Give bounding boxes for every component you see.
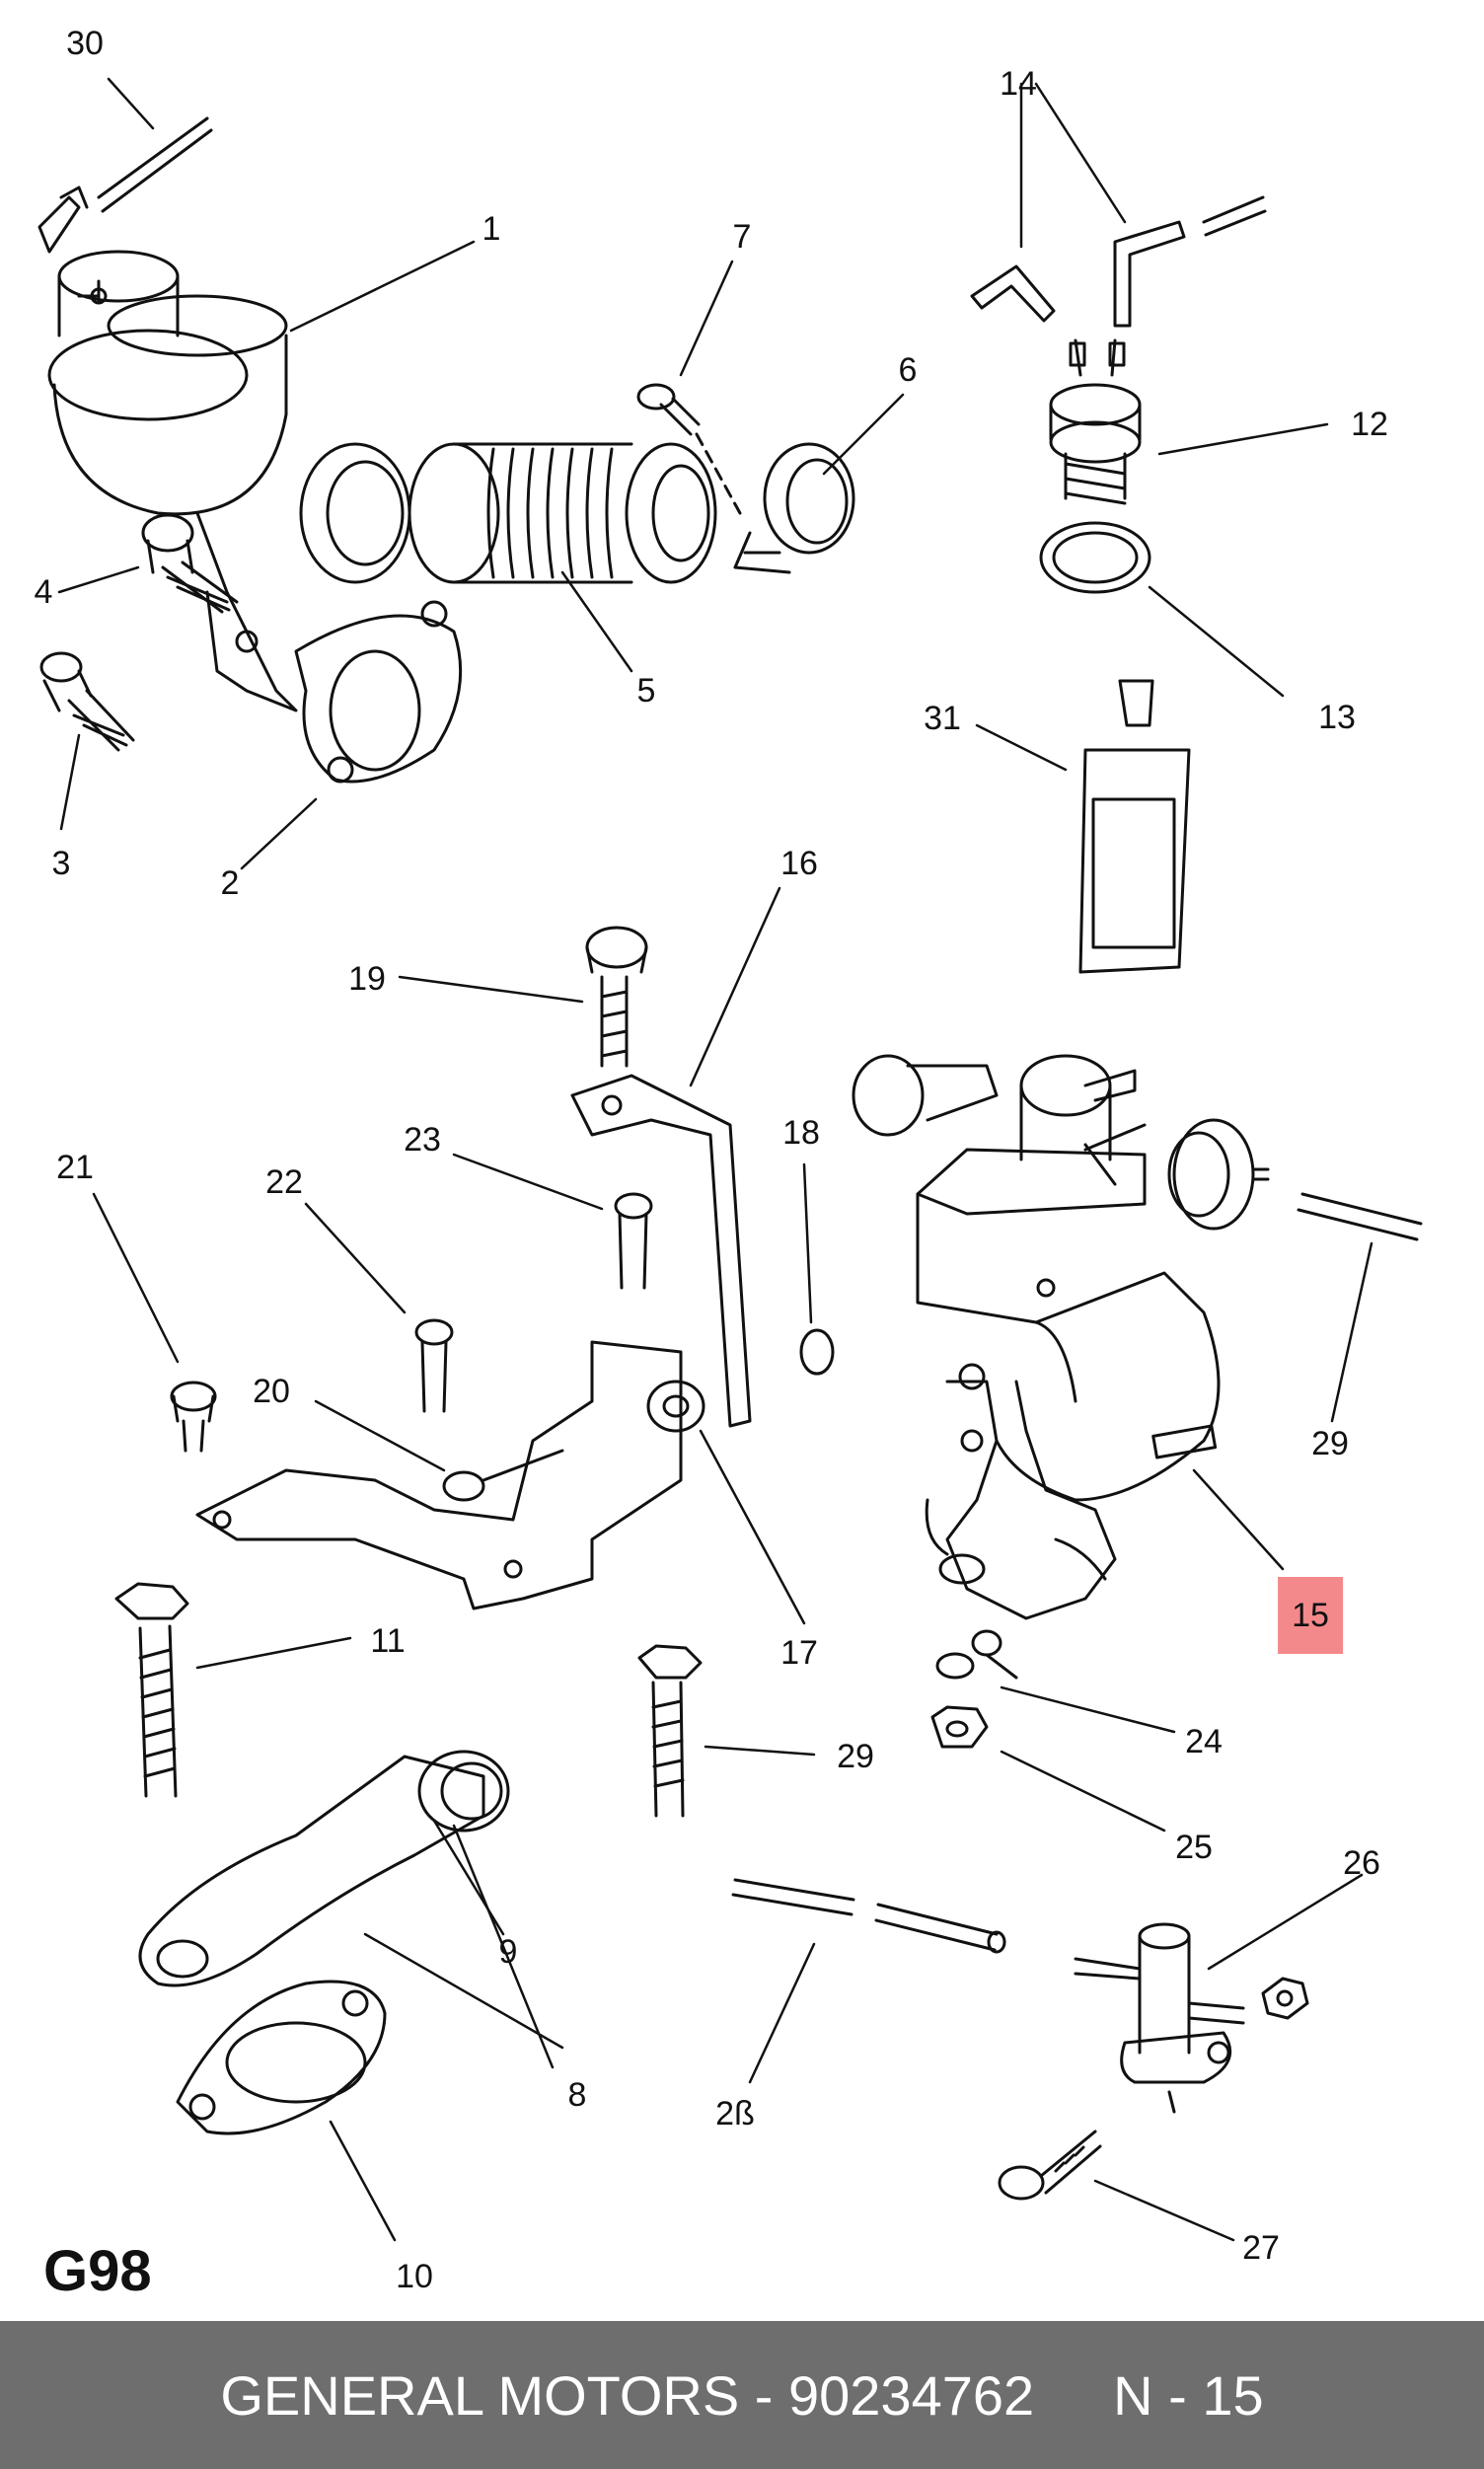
callout-21: 21 bbox=[56, 1149, 94, 1186]
callout-30: 30 bbox=[66, 25, 104, 62]
part-3-bolt bbox=[39, 651, 135, 752]
part-29-bolt-lower bbox=[637, 1644, 703, 1818]
part-24-washer bbox=[935, 1652, 975, 1680]
leader-lines bbox=[57, 77, 1373, 2242]
callout-25: 25 bbox=[1175, 1829, 1213, 1866]
callout-2: 2 bbox=[220, 864, 240, 902]
sheet-code: G98 bbox=[43, 2239, 152, 2303]
callout-9: 9 bbox=[498, 1933, 518, 1971]
callout-11: 11 bbox=[370, 1622, 406, 1660]
part-16-bracket bbox=[570, 1074, 752, 1428]
footer-reference: N - 15 bbox=[1113, 2363, 1264, 2427]
part-18-washer bbox=[799, 1328, 835, 1376]
callout-8: 8 bbox=[567, 2076, 587, 2114]
part-17-spacer bbox=[646, 1380, 705, 1433]
callout-24: 24 bbox=[1185, 1723, 1223, 1760]
callout-23: 23 bbox=[404, 1121, 441, 1159]
part-15-egr-actuator bbox=[852, 1054, 1270, 1680]
part-2-gasket bbox=[294, 600, 463, 784]
part-28-rod bbox=[731, 1878, 1006, 1954]
callout-26: 26 bbox=[1343, 1844, 1380, 1882]
callout-20: 20 bbox=[253, 1373, 290, 1410]
callout-29-upper: 29 bbox=[1311, 1425, 1349, 1462]
callout-4: 4 bbox=[34, 573, 53, 611]
part-9-pipe-elbow bbox=[138, 1750, 510, 1987]
part-21-nut bbox=[170, 1381, 217, 1453]
callout-12: 12 bbox=[1351, 406, 1388, 443]
callout-31: 31 bbox=[924, 700, 961, 737]
part-11-bolt bbox=[114, 1582, 189, 1798]
callout-27: 27 bbox=[1242, 2229, 1280, 2267]
callout-29-lower: 29 bbox=[837, 1738, 874, 1775]
part-7-screw bbox=[636, 383, 742, 515]
callout-6: 6 bbox=[898, 351, 918, 389]
callout-5: 5 bbox=[636, 672, 656, 710]
callout-1: 1 bbox=[482, 210, 501, 248]
callout-14: 14 bbox=[1000, 65, 1037, 103]
part-4-bolt bbox=[141, 513, 239, 614]
part-13-washer bbox=[1039, 521, 1151, 594]
part-19-bolt bbox=[585, 926, 648, 1068]
exploded-parts-diagram: 30 1 7 6 14 12 13 4 5 3 2 31 16 19 23 18… bbox=[34, 25, 1423, 2303]
footer-part-number: GENERAL MOTORS - 90234762 bbox=[220, 2363, 1035, 2427]
part-6-clamp bbox=[733, 442, 855, 574]
callout-13: 13 bbox=[1318, 699, 1356, 736]
parts-drawing bbox=[37, 77, 1423, 2242]
part-10-gasket bbox=[176, 1980, 387, 2135]
callout-10: 10 bbox=[396, 2258, 433, 2295]
part-26-valve bbox=[1074, 1922, 1309, 2114]
callout-3: 3 bbox=[51, 845, 71, 882]
callout-19: 19 bbox=[348, 960, 386, 998]
part-31-sealant-tube bbox=[1078, 679, 1191, 974]
ring-seal bbox=[299, 442, 411, 584]
part-1-egr-valve bbox=[47, 250, 298, 712]
part-22-screw bbox=[414, 1318, 454, 1413]
part-5-bellows-pipe bbox=[408, 442, 717, 584]
callout-15-highlighted: 15 bbox=[1278, 1577, 1343, 1654]
part-27-bolt bbox=[998, 2130, 1102, 2201]
callout-28: 2ß bbox=[715, 2095, 755, 2132]
part-23-screw bbox=[614, 1192, 653, 1290]
footer-bar: GENERAL MOTORS - 90234762 N - 15 bbox=[0, 2321, 1484, 2469]
callout-22: 22 bbox=[265, 1163, 303, 1201]
part-25-nut bbox=[930, 1705, 989, 1749]
part-30-hose bbox=[37, 116, 213, 254]
callout-18: 18 bbox=[782, 1114, 820, 1152]
callout-16: 16 bbox=[780, 845, 818, 882]
part-29-hose-upper bbox=[1297, 1192, 1423, 1241]
callout-7: 7 bbox=[732, 218, 752, 256]
callout-17: 17 bbox=[780, 1634, 818, 1672]
part-14-hoses bbox=[970, 195, 1267, 328]
part-12-switch bbox=[1049, 338, 1142, 505]
